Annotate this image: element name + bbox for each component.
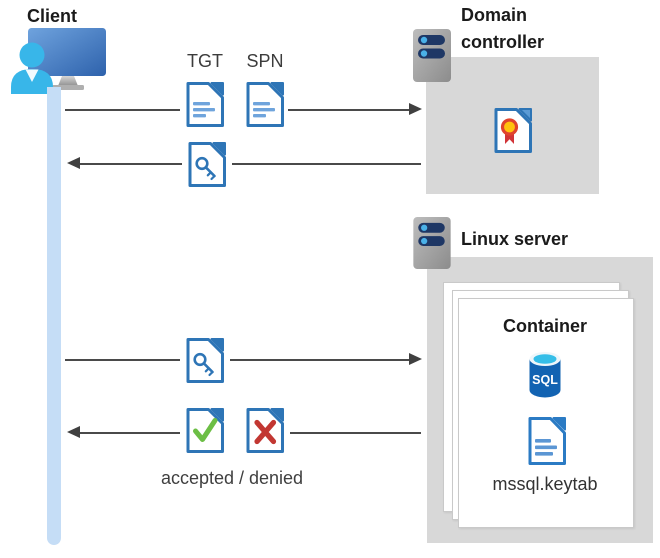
tgt-label: TGT bbox=[187, 51, 223, 71]
user-collar bbox=[25, 69, 39, 82]
container-title: Container bbox=[502, 316, 587, 336]
result-label: accepted / denied bbox=[160, 468, 304, 488]
keytab-label: mssql.keytab bbox=[492, 474, 598, 494]
certificate-seal bbox=[500, 118, 519, 136]
linux-server-title: Linux server bbox=[461, 229, 569, 249]
key-icon bbox=[193, 352, 214, 377]
request-arrowhead-icon bbox=[409, 103, 422, 115]
container-card bbox=[458, 298, 634, 528]
monitor-icon bbox=[28, 28, 106, 76]
cross-icon bbox=[254, 419, 277, 445]
check-icon bbox=[193, 418, 218, 442]
domain-controller-title: Domain controller bbox=[461, 5, 545, 52]
ticket-arrowhead-icon bbox=[67, 157, 80, 169]
key-ticket-document-icon bbox=[186, 338, 224, 383]
key-ticket-document-icon bbox=[188, 142, 226, 187]
domain-controller-server-icon bbox=[413, 29, 451, 82]
ticket-send-arrow-line bbox=[230, 359, 409, 361]
ticket-arrow-line bbox=[232, 163, 421, 165]
accepted-document-icon bbox=[186, 408, 224, 453]
key-icon bbox=[195, 156, 216, 181]
tgt-document-icon bbox=[186, 82, 224, 127]
sql-database-icon: SQL bbox=[529, 352, 561, 398]
keytab-file-icon bbox=[528, 417, 566, 465]
client-lifeline bbox=[47, 87, 61, 545]
client-user-monitor-icon bbox=[11, 28, 106, 94]
user-head bbox=[19, 42, 45, 68]
sql-badge-label: SQL bbox=[532, 373, 558, 387]
spn-document-icon bbox=[246, 82, 284, 127]
certificate-document-icon bbox=[494, 108, 532, 153]
ticket-send-arrowhead-icon bbox=[409, 353, 422, 365]
linux-server-icon bbox=[413, 216, 451, 270]
monitor-stand bbox=[58, 76, 78, 86]
client-title: Client bbox=[27, 6, 78, 26]
spn-label: SPN bbox=[246, 51, 284, 71]
result-arrow-line bbox=[80, 432, 180, 434]
result-arrow-line bbox=[290, 432, 421, 434]
result-arrowhead-icon bbox=[67, 426, 80, 438]
request-arrow-line bbox=[288, 109, 409, 111]
request-arrow-line bbox=[65, 109, 180, 111]
ticket-arrow-line bbox=[80, 163, 182, 165]
ticket-send-arrow-line bbox=[65, 359, 180, 361]
denied-document-icon bbox=[246, 408, 284, 453]
